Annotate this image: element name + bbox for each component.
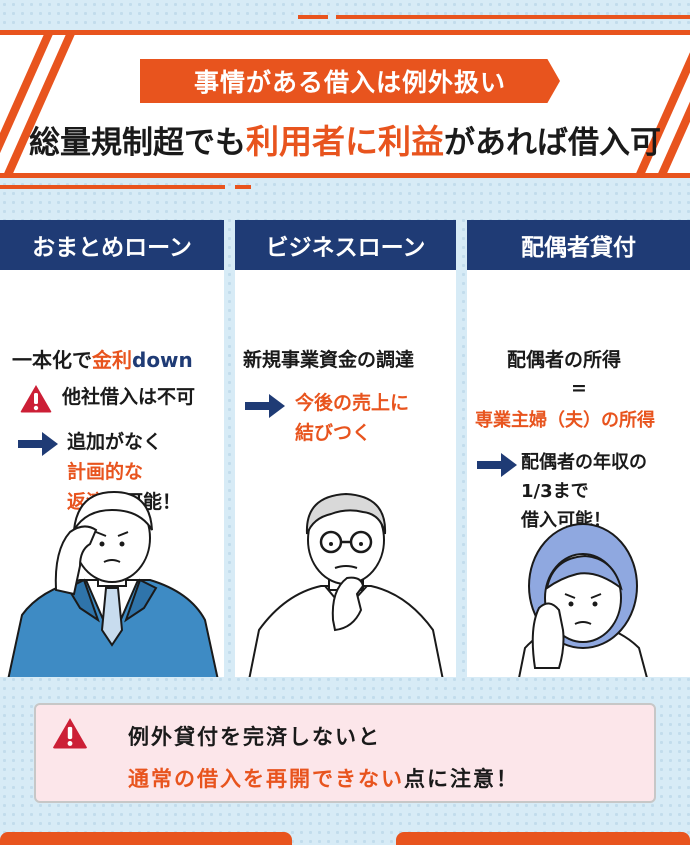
arrow-right-icon: [18, 432, 58, 456]
card-point-line1: 今後の売上に: [295, 392, 410, 414]
card-spouse-loan: 配偶者貸付 配偶者の所得 = 専業主婦（夫）の所得 配偶者の年収の 1/3まで …: [467, 220, 690, 677]
businessman-illustration: [7, 490, 219, 677]
lead-pre: 一本化で: [12, 348, 92, 372]
senior-man-illustration: [248, 492, 444, 677]
decor-bottom-bar: [0, 832, 292, 845]
card-lead-emphasis: 専業主婦（夫）の所得: [475, 410, 655, 431]
card-body: 新規事業資金の調達 今後の売上に 結びつく: [235, 270, 456, 677]
arrow-right-icon: [245, 394, 285, 418]
notice-line2: 通常の借入を再開できない点に注意！: [128, 763, 519, 793]
warning-icon: [53, 718, 87, 749]
card-omatome-loan: おまとめローン 一本化で金利down 他社借入は不可 追加がなく 計画的な 返済…: [0, 220, 224, 677]
card-point-line2: 計画的な: [67, 461, 144, 483]
arrow-right-icon: [477, 453, 517, 477]
card-body: 一本化で金利down 他社借入は不可 追加がなく 計画的な 返済が可能！: [0, 270, 224, 677]
header-title-post: があれば借入可: [444, 125, 661, 161]
header-title-emphasis: 利用者に利益: [246, 122, 444, 161]
warning-icon: [20, 385, 52, 413]
card-point-line1: 追加がなく: [67, 431, 163, 453]
lead-post: down: [132, 348, 193, 372]
card-lead: 一本化で金利down: [12, 346, 193, 375]
card-point-line2: 結びつく: [295, 422, 372, 444]
decor-dash: [336, 15, 690, 19]
header-banner: 事情がある借入は例外扱い 総量規制超でも利用者に利益があれば借入可: [0, 30, 690, 178]
header-title: 総量規制超でも利用者に利益があれば借入可: [0, 115, 690, 163]
notice-post: 点に注意！: [404, 767, 519, 791]
card-title: 配偶者貸付: [467, 220, 690, 270]
card-body: 配偶者の所得 = 専業主婦（夫）の所得 配偶者の年収の 1/3まで 借入可能！: [467, 270, 690, 677]
decor-dash: [298, 15, 328, 19]
header-title-pre: 総量規制超でも: [29, 125, 246, 161]
card-title: ビジネスローン: [235, 220, 456, 270]
card-lead: 新規事業資金の調達: [243, 349, 415, 371]
lead-emphasis: 金利: [92, 348, 132, 372]
card-title: おまとめローン: [0, 220, 224, 270]
card-lead: 配偶者の所得: [507, 349, 622, 371]
notice-emphasis: 通常の借入を再開できない: [128, 767, 404, 791]
card-point-line1: 配偶者の年収の: [521, 452, 647, 473]
decor-dash: [235, 185, 251, 189]
notice-box: 例外貸付を完済しないと 通常の借入を再開できない点に注意！: [34, 703, 656, 803]
woman-illustration: [518, 523, 648, 677]
card-warning-text: 他社借入は不可: [62, 386, 196, 408]
card-equals: =: [571, 377, 587, 399]
header-tag: 事情がある借入は例外扱い: [140, 59, 560, 103]
decor-dash: [0, 185, 225, 189]
card-point-line2: 1/3まで: [521, 481, 589, 502]
notice-line1: 例外貸付を完済しないと: [128, 725, 381, 749]
decor-bottom-bar: [396, 832, 690, 845]
card-business-loan: ビジネスローン 新規事業資金の調達 今後の売上に 結びつく: [235, 220, 456, 677]
